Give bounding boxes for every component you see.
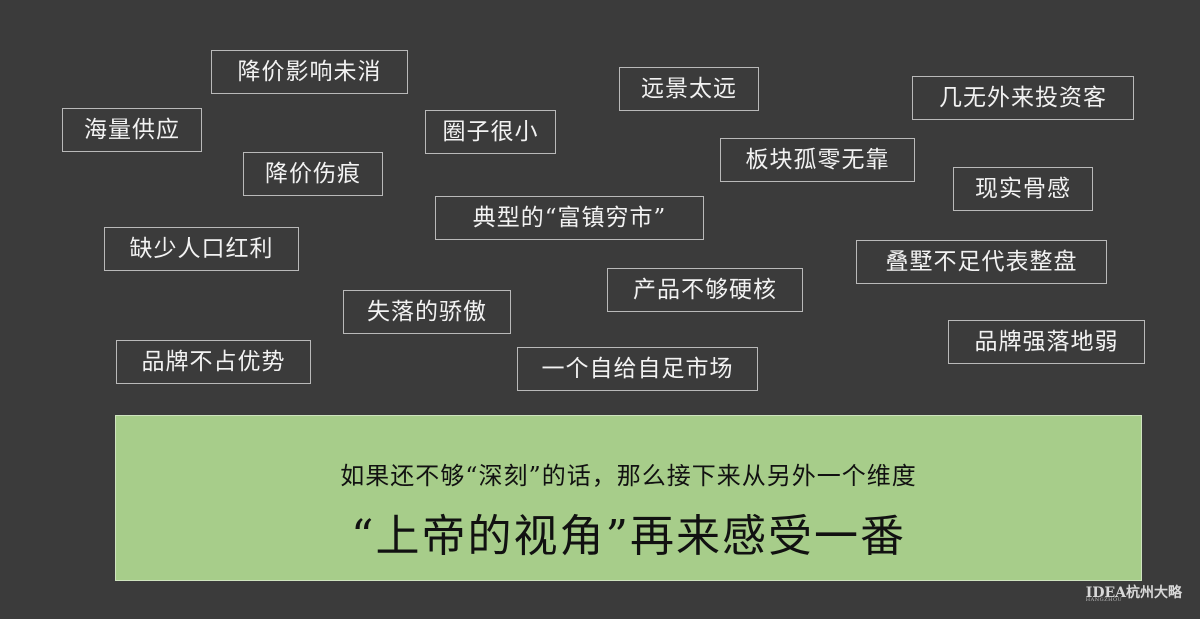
banner-subtitle: 如果还不够“深刻”的话，那么接下来从另外一个维度 bbox=[340, 462, 917, 490]
tag-price-scars: 降价伤痕 bbox=[243, 152, 383, 196]
tag-strong-brand-weak-landing: 品牌强落地弱 bbox=[948, 320, 1145, 364]
brand-logo: IDEA杭州大略 HANGZHOU bbox=[1085, 582, 1182, 603]
tag-lack-population-dividend: 缺少人口红利 bbox=[104, 227, 299, 271]
tag-product-not-hardcore: 产品不够硬核 bbox=[607, 268, 803, 312]
logo-subtext: HANGZHOU bbox=[1085, 597, 1123, 603]
tag-small-circle: 圈子很小 bbox=[425, 110, 556, 154]
tag-isolated-sector: 板块孤零无靠 bbox=[720, 138, 915, 182]
banner-headline: “上帝的视角”再来感受一番 bbox=[351, 511, 906, 562]
tag-brand-no-advantage: 品牌不占优势 bbox=[116, 340, 311, 384]
tag-massive-supply: 海量供应 bbox=[62, 108, 202, 152]
logo-text: IDEA杭州大略 bbox=[1085, 585, 1182, 601]
tag-rich-town-poor-city: 典型的“富镇穷市” bbox=[435, 196, 704, 240]
tag-self-sufficient-market: 一个自给自足市场 bbox=[517, 347, 758, 391]
tag-villas-not-representative: 叠墅不足代表整盘 bbox=[856, 240, 1107, 284]
transition-banner: 如果还不够“深刻”的话，那么接下来从另外一个维度 “上帝的视角”再来感受一番 bbox=[115, 415, 1142, 581]
tag-distant-vision: 远景太远 bbox=[619, 67, 759, 111]
tag-harsh-reality: 现实骨感 bbox=[953, 167, 1093, 211]
tag-few-investors: 几无外来投资客 bbox=[912, 76, 1134, 120]
tag-price-impact: 降价影响未消 bbox=[211, 50, 408, 94]
tag-lost-pride: 失落的骄傲 bbox=[343, 290, 511, 334]
